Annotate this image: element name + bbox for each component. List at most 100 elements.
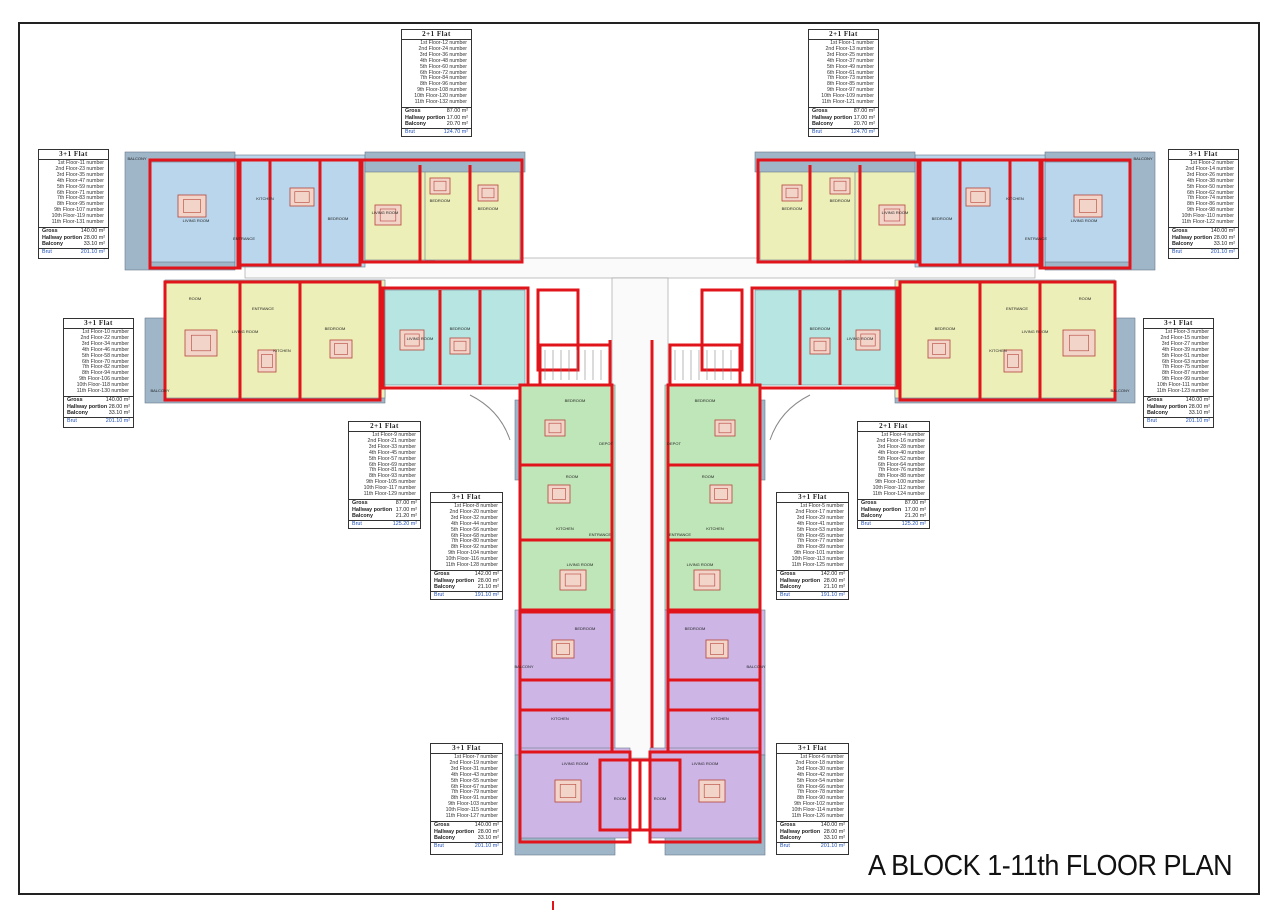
floor-entry: 1st Floor-10 number bbox=[82, 329, 129, 335]
floor-entry: 6th Floor-72 number bbox=[420, 69, 467, 76]
room-label: ROOM bbox=[702, 474, 714, 479]
flat-title: 3+1 Flat bbox=[1169, 150, 1238, 160]
gross-label: Gross bbox=[780, 821, 796, 828]
furniture bbox=[374, 204, 402, 226]
floor-entry: 1st Floor-9 number bbox=[372, 432, 416, 438]
room-label: KITCHEN bbox=[556, 526, 574, 531]
floor-entry: 2nd Floor-18 number bbox=[795, 759, 844, 766]
room-zone bbox=[234, 154, 366, 268]
furniture bbox=[329, 339, 353, 359]
floor-entry: 7th Floor-78 number bbox=[797, 789, 844, 796]
floor-entry: 2nd Floor-23 number bbox=[55, 165, 104, 172]
furniture bbox=[183, 199, 201, 213]
floor-entry: 3rd Floor-26 number bbox=[1186, 171, 1234, 178]
wc-block bbox=[638, 758, 682, 832]
floor-entry: 4th Floor-39 number bbox=[1162, 346, 1209, 353]
balcony-value: 33.10 m² bbox=[83, 241, 105, 248]
floor-entry: 4th Floor-38 number bbox=[1187, 177, 1234, 184]
furniture bbox=[833, 180, 847, 192]
hallway-label: Hallway portion bbox=[812, 114, 853, 121]
furniture bbox=[559, 569, 587, 591]
furniture bbox=[813, 340, 827, 352]
brut-value: 191.10 m² bbox=[820, 591, 845, 598]
floor-entry: 8th Floor-89 number bbox=[797, 544, 844, 551]
floor-entry: 6th Floor-66 number bbox=[797, 783, 844, 790]
balcony-label: Balcony bbox=[405, 121, 426, 128]
gross-label: Gross bbox=[434, 821, 450, 828]
room-label: KITCHEN bbox=[1006, 196, 1024, 201]
brut-value: 124.70 m² bbox=[850, 128, 875, 135]
balcony-label: Balcony bbox=[1147, 410, 1168, 417]
floor-entry: 8th Floor-88 number bbox=[878, 473, 925, 480]
furniture bbox=[559, 784, 577, 798]
section-mark bbox=[552, 901, 554, 910]
room-label: BALCONY bbox=[514, 664, 533, 669]
brut-value: 201.10 m² bbox=[80, 248, 105, 255]
gross-value: 87.00 m² bbox=[853, 107, 875, 114]
floor-entry: 10th Floor-110 number bbox=[1181, 213, 1234, 220]
furniture bbox=[481, 187, 495, 199]
brut-label: Brut bbox=[352, 520, 362, 527]
gross-value: 142.00 m² bbox=[820, 570, 845, 577]
room-label: BALCONY bbox=[1133, 156, 1152, 161]
floor-entry: 6th Floor-64 number bbox=[878, 461, 925, 468]
floor-entry: 5th Floor-50 number bbox=[1187, 183, 1234, 190]
floor-entry: 1st Floor-7 number bbox=[454, 754, 498, 760]
brut-value: 125.20 m² bbox=[901, 520, 926, 527]
furniture bbox=[883, 208, 901, 222]
stair-core bbox=[538, 343, 612, 387]
floor-entry: 7th Floor-74 number bbox=[1187, 195, 1234, 202]
floor-entry: 6th Floor-70 number bbox=[82, 358, 129, 365]
furniture bbox=[556, 643, 570, 655]
wall bbox=[518, 383, 614, 612]
balcony-value: 33.10 m² bbox=[823, 835, 845, 842]
room-label: BEDROOM bbox=[565, 398, 586, 403]
floor-entry: 9th Floor-105 number bbox=[366, 479, 416, 486]
room-label: BEDROOM bbox=[810, 326, 831, 331]
brut-label: Brut bbox=[1172, 248, 1182, 255]
floor-entry: 3rd Floor-30 number bbox=[796, 765, 844, 772]
curve-line bbox=[469, 394, 511, 441]
room-label: BALCONY bbox=[1110, 388, 1129, 393]
floor-entry: 7th Floor-73 number bbox=[827, 75, 874, 82]
balcony-value: 21.20 m² bbox=[395, 513, 417, 520]
floor-entry: 1st Floor-4 number bbox=[881, 432, 925, 438]
room-label: ROOM bbox=[566, 474, 578, 479]
flat-title: 3+1 Flat bbox=[1144, 319, 1213, 329]
furniture bbox=[860, 333, 876, 347]
floor-entry: 7th Floor-83 number bbox=[57, 195, 104, 202]
furniture bbox=[477, 184, 499, 202]
wall bbox=[163, 280, 382, 402]
floor-entry: 9th Floor-99 number bbox=[1162, 376, 1209, 383]
floor-entry: 8th Floor-96 number bbox=[420, 81, 467, 88]
room-label: ENTRANCE bbox=[1025, 236, 1047, 241]
floor-entry: 7th Floor-77 number bbox=[797, 538, 844, 545]
floor-entry: 5th Floor-53 number bbox=[797, 526, 844, 533]
gross-label: Gross bbox=[405, 107, 421, 114]
furniture bbox=[453, 340, 467, 352]
gross-value: 87.00 m² bbox=[395, 499, 417, 506]
floor-entry: 10th Floor-117 number bbox=[363, 485, 416, 492]
wall bbox=[236, 158, 362, 267]
furniture bbox=[399, 329, 425, 351]
hallway-label: Hallway portion bbox=[352, 506, 393, 513]
balcony-label: Balcony bbox=[780, 835, 801, 842]
floor-entry: 5th Floor-54 number bbox=[797, 777, 844, 784]
room-label: BEDROOM bbox=[830, 198, 851, 203]
furniture bbox=[544, 419, 566, 437]
floor-entry: 3rd Floor-29 number bbox=[796, 514, 844, 521]
gross-label: Gross bbox=[861, 499, 877, 506]
room-label: KITCHEN bbox=[256, 196, 274, 201]
furniture bbox=[1069, 334, 1089, 352]
room-label: BEDROOM bbox=[325, 326, 346, 331]
floor-entry: 8th Floor-87 number bbox=[1162, 370, 1209, 377]
furniture bbox=[429, 177, 451, 195]
floor-entry: 3rd Floor-32 number bbox=[450, 514, 498, 521]
floor-entry: 1st Floor-1 number bbox=[830, 40, 874, 46]
room-label: BALCONY bbox=[150, 388, 169, 393]
floor-entry: 2nd Floor-21 number bbox=[367, 437, 416, 444]
